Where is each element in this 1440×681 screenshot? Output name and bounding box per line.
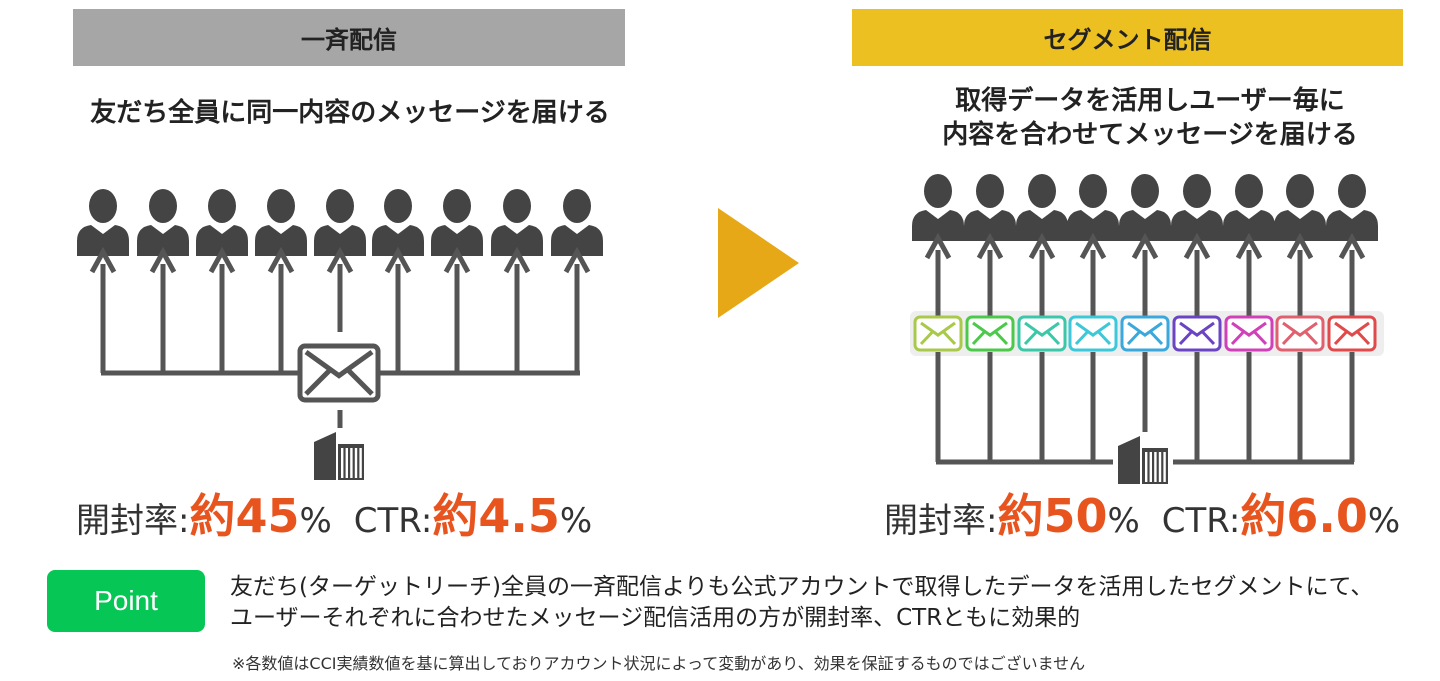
envelope-icon: [1172, 315, 1222, 352]
broadcast-ctr-value: 約4.5: [432, 489, 560, 543]
broadcast-stats: 開封率: 約45 % CTR: 約4.5 %: [76, 480, 592, 546]
person-icon: [1119, 174, 1171, 241]
broadcast-open-label: 開封率:: [76, 501, 190, 541]
header-segment: セグメント配信: [852, 9, 1403, 66]
person-icon: [137, 189, 189, 256]
building-icon: [1118, 436, 1168, 484]
broadcast-open-value: 約45: [189, 489, 300, 543]
segment-description-line2: 内容を合わせてメッセージを届ける: [942, 120, 1358, 150]
envelope-icon: [297, 343, 381, 403]
person-icon: [491, 189, 543, 256]
envelope-icon: [913, 315, 963, 352]
play-arrow-icon: [718, 208, 799, 318]
broadcast-ctr-percent: %: [559, 501, 593, 541]
arrow-head: [1338, 232, 1366, 260]
header-broadcast-label: 一斉配信: [301, 26, 397, 54]
arrow-head: [208, 246, 236, 274]
person-icon: [77, 189, 129, 256]
person-icon: [551, 189, 603, 256]
envelope-icon: [1068, 315, 1118, 352]
envelope-icon: [1017, 315, 1067, 352]
person-icon: [431, 189, 483, 256]
person-icon: [1067, 174, 1119, 241]
segment-open-value: 約50: [997, 489, 1108, 543]
arrow-head: [503, 246, 531, 274]
segment-stats: 開封率: 約50 % CTR: 約6.0 %: [884, 480, 1400, 546]
arrow-head: [149, 246, 177, 274]
header-segment-label: セグメント配信: [1043, 26, 1212, 54]
person-icon: [964, 174, 1016, 241]
person-icon: [314, 189, 366, 256]
person-icon: [1223, 174, 1275, 241]
arrow-head: [1131, 232, 1159, 260]
segment-ctr-percent: %: [1367, 501, 1401, 541]
person-icon: [1171, 174, 1223, 241]
segment-ctr-value: 約6.0: [1240, 489, 1368, 543]
segment-open-label: 開封率:: [884, 501, 998, 541]
broadcast-open-percent: %: [299, 501, 332, 541]
segment-description: 取得データを活用しユーザー毎に 内容を合わせてメッセージを届ける: [880, 84, 1420, 152]
person-icon: [196, 189, 248, 256]
building-icon: [314, 432, 364, 480]
segment-ctr-label: CTR:: [1161, 501, 1241, 541]
arrow-head: [1235, 232, 1263, 260]
arrow-head: [89, 246, 117, 274]
footnote: ※各数値はCCI実績数値を基に算出しておりアカウント状況によって変動があり、効果…: [232, 654, 1086, 673]
envelope-icon: [1275, 315, 1325, 352]
person-icon: [1274, 174, 1326, 241]
person-icon: [372, 189, 424, 256]
person-icon: [912, 174, 964, 241]
arrow-head: [443, 246, 471, 274]
broadcast-description: 友だち全員に同一内容のメッセージを届ける: [90, 98, 610, 128]
segment-description-line1: 取得データを活用しユーザー毎に: [955, 86, 1345, 116]
broadcast-ctr-label: CTR:: [353, 501, 433, 541]
segment-open-percent: %: [1107, 501, 1140, 541]
envelope-icon: [1120, 315, 1170, 352]
arrow-head: [1183, 232, 1211, 260]
header-broadcast: 一斉配信: [73, 9, 625, 66]
envelope-icon: [1224, 315, 1274, 352]
envelope-icon: [1327, 315, 1377, 352]
point-badge: Point: [47, 570, 205, 632]
envelope-icon: [965, 315, 1015, 352]
point-text: 友だち(ターゲットリーチ)全員の一斉配信よりも公式アカウントで取得したデータを活…: [230, 572, 1373, 634]
arrow-head: [976, 232, 1004, 260]
arrow-head: [326, 246, 354, 274]
person-icon: [1326, 174, 1378, 241]
person-icon: [1016, 174, 1068, 241]
arrow-head: [267, 246, 295, 274]
arrow-head: [563, 246, 591, 274]
arrow-head: [924, 232, 952, 260]
arrow-head: [384, 246, 412, 274]
arrow-head: [1028, 232, 1056, 260]
point-text-line2: ユーザーそれぞれに合わせたメッセージ配信活用の方が開封率、CTRともに効果的: [230, 605, 1081, 631]
arrow-head: [1286, 232, 1314, 260]
person-icon: [255, 189, 307, 256]
arrow-head: [1079, 232, 1107, 260]
point-text-line1: 友だち(ターゲットリーチ)全員の一斉配信よりも公式アカウントで取得したデータを活…: [230, 574, 1374, 600]
